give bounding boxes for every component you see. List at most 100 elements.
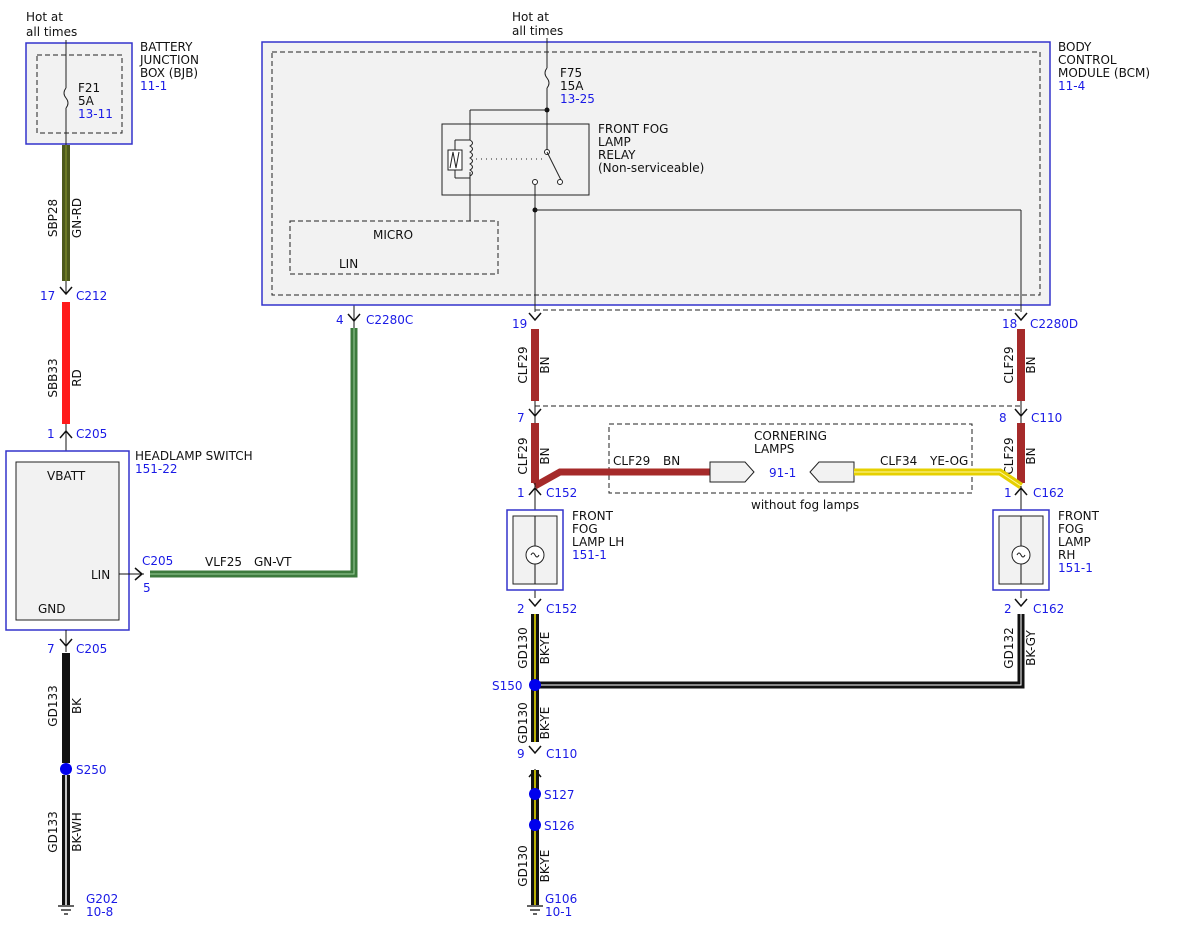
- fog-ground-wiring: GD130 BK-YE GD132 BK-GY S150 GD130 BK-YE…: [492, 614, 1038, 919]
- wire-gd133a-color: BK: [70, 697, 84, 714]
- wire-gd130b-circuit: GD130: [516, 702, 530, 743]
- c212-pin: 17: [40, 289, 55, 303]
- c152-pin2: 2: [517, 602, 525, 616]
- ground-g202-id: G202: [86, 892, 118, 906]
- cornering-ref: 91-1: [769, 466, 796, 480]
- c205-pin1: 1: [47, 427, 55, 441]
- wire-vlf25-color: GN-VT: [254, 555, 292, 569]
- wire-sbp28-color: GN-RD: [70, 198, 84, 238]
- micro-label: MICRO: [373, 228, 413, 242]
- c152-id-1: C152: [546, 486, 577, 500]
- ground-g106-icon: [527, 905, 543, 915]
- wire-gd130a-circuit: GD130: [516, 627, 530, 668]
- lin-wiring: C205 5 VLF25 GN-VT 4 C2280C: [119, 273, 413, 595]
- cornering-connector-right: [809, 461, 855, 483]
- c152-id-2: C152: [546, 602, 577, 616]
- wire-clf29-corner-color: BN: [663, 454, 680, 468]
- wire-gd130a-color: BK-YE: [538, 632, 552, 665]
- c162-id-2: C162: [1033, 602, 1064, 616]
- c162-pin2: 2: [1004, 602, 1012, 616]
- wire-clf29-lh2-circuit: CLF29: [516, 437, 530, 474]
- fuse-f21-id: F21: [78, 81, 100, 95]
- wire-clf34-corner: [854, 468, 1023, 489]
- cornering-name-line1: CORNERING: [754, 429, 827, 443]
- c110-id: C110: [1031, 411, 1062, 425]
- battery-junction-box: Hot at all times BATTERY JUNCTION BOX (B…: [25, 10, 199, 145]
- c205-pin5: 5: [143, 581, 151, 595]
- c2280d-pin18: 18: [1002, 317, 1017, 331]
- bjb-name-line1: BATTERY: [140, 40, 193, 54]
- wire-sbb33-circuit: SBB33: [46, 358, 60, 397]
- wire-gd132-circuit: GD132: [1002, 627, 1016, 668]
- headlamp-switch-ref: 151-22: [135, 462, 178, 476]
- wire-clf29-rh2: [1017, 423, 1025, 483]
- splice-s250-label: S250: [76, 763, 107, 777]
- splice-s127-label: S127: [544, 788, 575, 802]
- fuse-f21-ref: 13-11: [78, 107, 113, 121]
- fog-rh-ref: 151-1: [1058, 561, 1093, 575]
- cornering-connector-left: [709, 461, 755, 483]
- wire-clf29-rh1: [1017, 329, 1025, 401]
- wire-clf34-corner-circuit: CLF34: [880, 454, 917, 468]
- wire-clf29-lh1: [531, 329, 539, 401]
- c110-pin7: 7: [517, 411, 525, 425]
- bcm-name-line1: BODY: [1058, 40, 1092, 54]
- micro-box: [289, 220, 499, 275]
- bjb-hot-line2: all times: [26, 25, 77, 39]
- cornering-name-line2: LAMPS: [754, 442, 794, 456]
- wire-sbb33-color: RD: [70, 369, 84, 387]
- bcm-hot-line1: Hot at: [512, 10, 549, 24]
- front-fog-lamp-relay: FRONT FOG LAMP RELAY (Non-serviceable): [441, 109, 704, 221]
- wire-gd130c-circuit: GD130: [516, 845, 530, 886]
- relay-name-line3: RELAY: [598, 148, 636, 162]
- c2280d-pin19: 19: [512, 317, 527, 331]
- fuse-f75-ref: 13-25: [560, 92, 595, 106]
- bcm-name-line3: MODULE (BCM): [1058, 66, 1150, 80]
- fog-lh-ref: 151-1: [572, 548, 607, 562]
- bjb-name-line3: BOX (BJB): [140, 66, 198, 80]
- relay-name-line4: (Non-serviceable): [598, 161, 704, 175]
- fog-lh-name-line1: FRONT: [572, 509, 614, 523]
- c110-pin9: 9: [517, 747, 525, 761]
- wire-gd132-color: BK-GY: [1024, 630, 1038, 666]
- c205-id-5: C205: [142, 554, 173, 568]
- ground-g106-id: G106: [545, 892, 577, 906]
- headlamp-switch: VBATT LIN GND HEADLAMP SWITCH 151-22: [5, 449, 253, 631]
- fog-rh-name-line4: RH: [1058, 548, 1075, 562]
- headlamp-gnd: GND: [38, 602, 66, 616]
- wire-gd130c-color: BK-YE: [538, 850, 552, 883]
- wire-gd133b-circuit: GD133: [46, 811, 60, 852]
- fuse-f75-rating: 15A: [560, 79, 584, 93]
- fog-lamp-rh: 1 C162 FRONT FOG LAMP RH 151-1 2 C162: [992, 486, 1100, 616]
- fog-lh-name-line3: LAMP LH: [572, 535, 624, 549]
- wire-gd133b-color: BK-WH: [70, 812, 84, 852]
- ground-g106-ref: 10-1: [545, 905, 572, 919]
- splice-s250: [60, 763, 72, 775]
- wire-sbb33: [62, 302, 70, 424]
- c162-id-1: C162: [1033, 486, 1064, 500]
- bjb-name-line2: JUNCTION: [139, 53, 199, 67]
- fuse-f75-symbol: [544, 67, 550, 89]
- fuse-f21-rating: 5A: [78, 94, 95, 108]
- c205-pin7: 7: [47, 642, 55, 656]
- c212-id: C212: [76, 289, 107, 303]
- wire-clf29-lh2-color: BN: [538, 447, 552, 464]
- c2280c-pin: 4: [336, 313, 344, 327]
- wire-sbp28-circuit: SBP28: [46, 199, 60, 237]
- body-control-module: BODY CONTROL MODULE (BCM) 11-4 Hot at al…: [261, 10, 1150, 312]
- micro-lin-label: LIN: [339, 257, 358, 271]
- wire-clf29-rh1-circuit: CLF29: [1002, 346, 1016, 383]
- wire-gd133a-circuit: GD133: [46, 685, 60, 726]
- wire-clf29-lh1-color: BN: [538, 356, 552, 373]
- wire-gd130b-color: BK-YE: [538, 707, 552, 740]
- fog-rh-name-line3: LAMP: [1058, 535, 1091, 549]
- splice-s126: [529, 819, 541, 831]
- fog-lh-name-line2: FOG: [572, 522, 598, 536]
- c2280c-id: C2280C: [366, 313, 413, 327]
- c205-id-7: C205: [76, 642, 107, 656]
- cornering-lamps: CORNERING LAMPS 91-1 without fog lamps C…: [533, 423, 1023, 512]
- bcm-hot-line2: all times: [512, 24, 563, 38]
- fuse-f21-symbol: [63, 87, 69, 109]
- c2280d-id: C2280D: [1030, 317, 1078, 331]
